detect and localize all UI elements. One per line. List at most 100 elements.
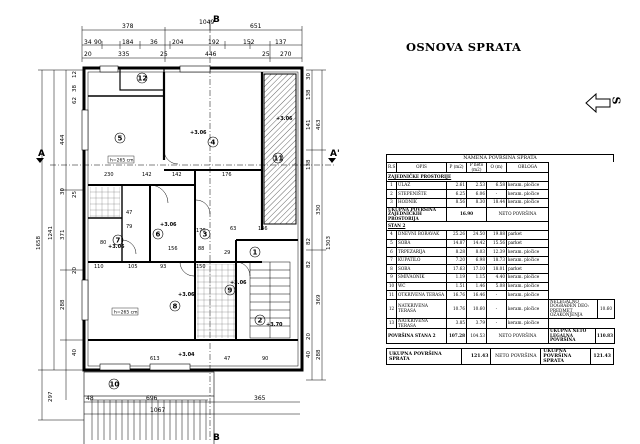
dim-label: 1303 [326,236,332,250]
dim-label: 146 [258,226,268,232]
table-row: 7 KUPATILO 7.20 6.98 18.73 keram. pločic… [386,255,615,266]
bottom-dimension-labels: 48 696 365 1067 [86,395,266,414]
total-side-label: UKUPNA POVRŠINA SPRATA [540,348,592,366]
cell: SOBA [396,264,447,274]
total-side-value: 121.43 [590,348,614,366]
table-row: 9 SMIVAONIK 1.19 1.15 4.40 keram. pločic… [386,272,615,283]
cell: 9 [386,272,397,283]
doors [121,149,251,277]
cell: keram. pločice [506,318,549,330]
cell: 3.85 [446,318,467,330]
right-dimension-labels: 1303 463 330 369 288 30 138 141 138 82 8… [306,73,332,360]
room-markers: 1 2 3 4 5 6 7 8 9 10 11 12 [108,72,283,390]
room-number-10: 10 [110,381,120,389]
dim-label: 651 [250,23,262,30]
room-number-12: 12 [138,75,148,83]
dim-label: 80 [100,240,106,246]
balcony-railing [91,400,207,440]
column-header: P (m2) [446,161,467,174]
page-title: OSNOVA SPRATA [406,40,522,54]
room-number-9: 9 [228,287,233,295]
total-note: NETO POVRŠINA [490,348,542,366]
room-number-1: 1 [253,249,258,257]
section-arrow-icon [36,158,44,163]
cell: 1.19 [446,272,467,283]
sum-note: NETO POVRŠINA [486,328,549,345]
column-header: OBLOGA [506,161,549,174]
table-caption: NAMENA POVRŠINA SPRATA [386,154,614,162]
height-mark: +3.04 [178,352,195,358]
cell: - [486,290,507,300]
cell: 6.98 [466,255,487,266]
cell: 1.51 [446,281,467,292]
cell: DNEVNI BORAVAK [396,229,447,240]
room-number-6: 6 [156,231,161,239]
height-mark: +3.06 [108,244,125,250]
column-header: OPIS [396,161,447,174]
cell: STEPENIŠTE [396,189,447,199]
dim-label: 297 [48,391,54,402]
room-number-8: 8 [173,303,178,311]
dim-label: 138 [306,159,312,170]
north-indicator: S [584,92,634,114]
cell: 6 [386,247,397,257]
height-mark: +3.06 [230,280,247,286]
cell: 4 [386,229,397,240]
dim-label: 62 [72,97,78,104]
table-row: 4 DNEVNI BORAVAK 25.26 24.50 19.88 parke… [386,229,615,240]
dim-label: 90 [262,356,268,362]
cell: OTKRIVENA TERASA [396,290,447,300]
dim-label: 184 [122,39,134,46]
top-dimension-lines [81,20,303,62]
dim-label: 20 [306,333,312,340]
dim-label: 63 [230,226,236,232]
column-header: R.S [386,161,397,174]
cell: parket [506,264,549,274]
cell: 6.06 [466,189,487,199]
total-table: UKUPNA POVRŠINA SPRATA 121.43 NETO POVRŠ… [385,348,614,366]
dim-label: 48 [86,395,94,402]
cell: 3.79 [466,318,487,330]
ceiling-height-tag: h=265 cm [114,310,138,316]
cell: TRPEZARIJA [396,247,447,257]
table-header-row: R.S OPIS P (m2) P neto (m2) O (m) OBLOGA [386,161,615,174]
table-row: 6 TRPEZARIJA 8.28 8.03 12.39 keram. ploč… [386,247,615,257]
sum-label: POVRŠINA STANA 2 [386,328,447,345]
dim-label: 79 [126,224,132,230]
cell: keram. pločice [506,189,549,199]
cell: 7 [386,255,397,266]
height-mark: +3.06 [160,222,177,228]
cell: parket [506,238,549,249]
cell: keram. pločice [506,180,549,191]
dim-label: 378 [122,23,134,30]
dim-label: 20 [84,51,92,58]
dim-label: 47 [126,210,132,216]
cell: 17.10 [466,264,487,274]
sum-value: 104.53 [466,328,487,345]
cell: 2.61 [446,180,467,191]
dim-label: 365 [254,395,266,402]
section-mark-a-prime: A' [330,149,340,159]
total-row: UKUPNA POVRŠINA SPRATA 121.43 NETO POVRŠ… [385,348,614,366]
inner-dimension-labels: 230 142 142 176 63 146 170 80 47 79 29 1… [94,172,268,362]
table-section-row: ZAJEDNIČKE PROSTORIJE [386,172,615,182]
cell: 8.30 [466,197,487,208]
dim-label: 152 [243,39,255,46]
cell: 10.76 [446,298,467,320]
dim-label: 138 [306,89,312,100]
cell: 3 [386,197,397,208]
dim-label: 47 [224,356,230,362]
dim-label: 444 [60,134,66,145]
column-header: P neto (m2) [466,161,487,174]
sum-label: UKUPNA POVRŠINA ZAJEDNIČKIH PROSTORIJA [386,206,447,223]
cell: keram. pločice [506,290,549,300]
room-number-7: 7 [116,237,121,245]
cell: 1 [386,180,397,191]
section-arrow-icon [328,158,336,163]
cell: 12 [386,298,397,320]
sum-value: 16.90 [446,206,487,223]
cell: 13 [386,318,397,330]
sum-value: 107.28 [446,328,467,345]
dim-label: 288 [316,349,322,360]
